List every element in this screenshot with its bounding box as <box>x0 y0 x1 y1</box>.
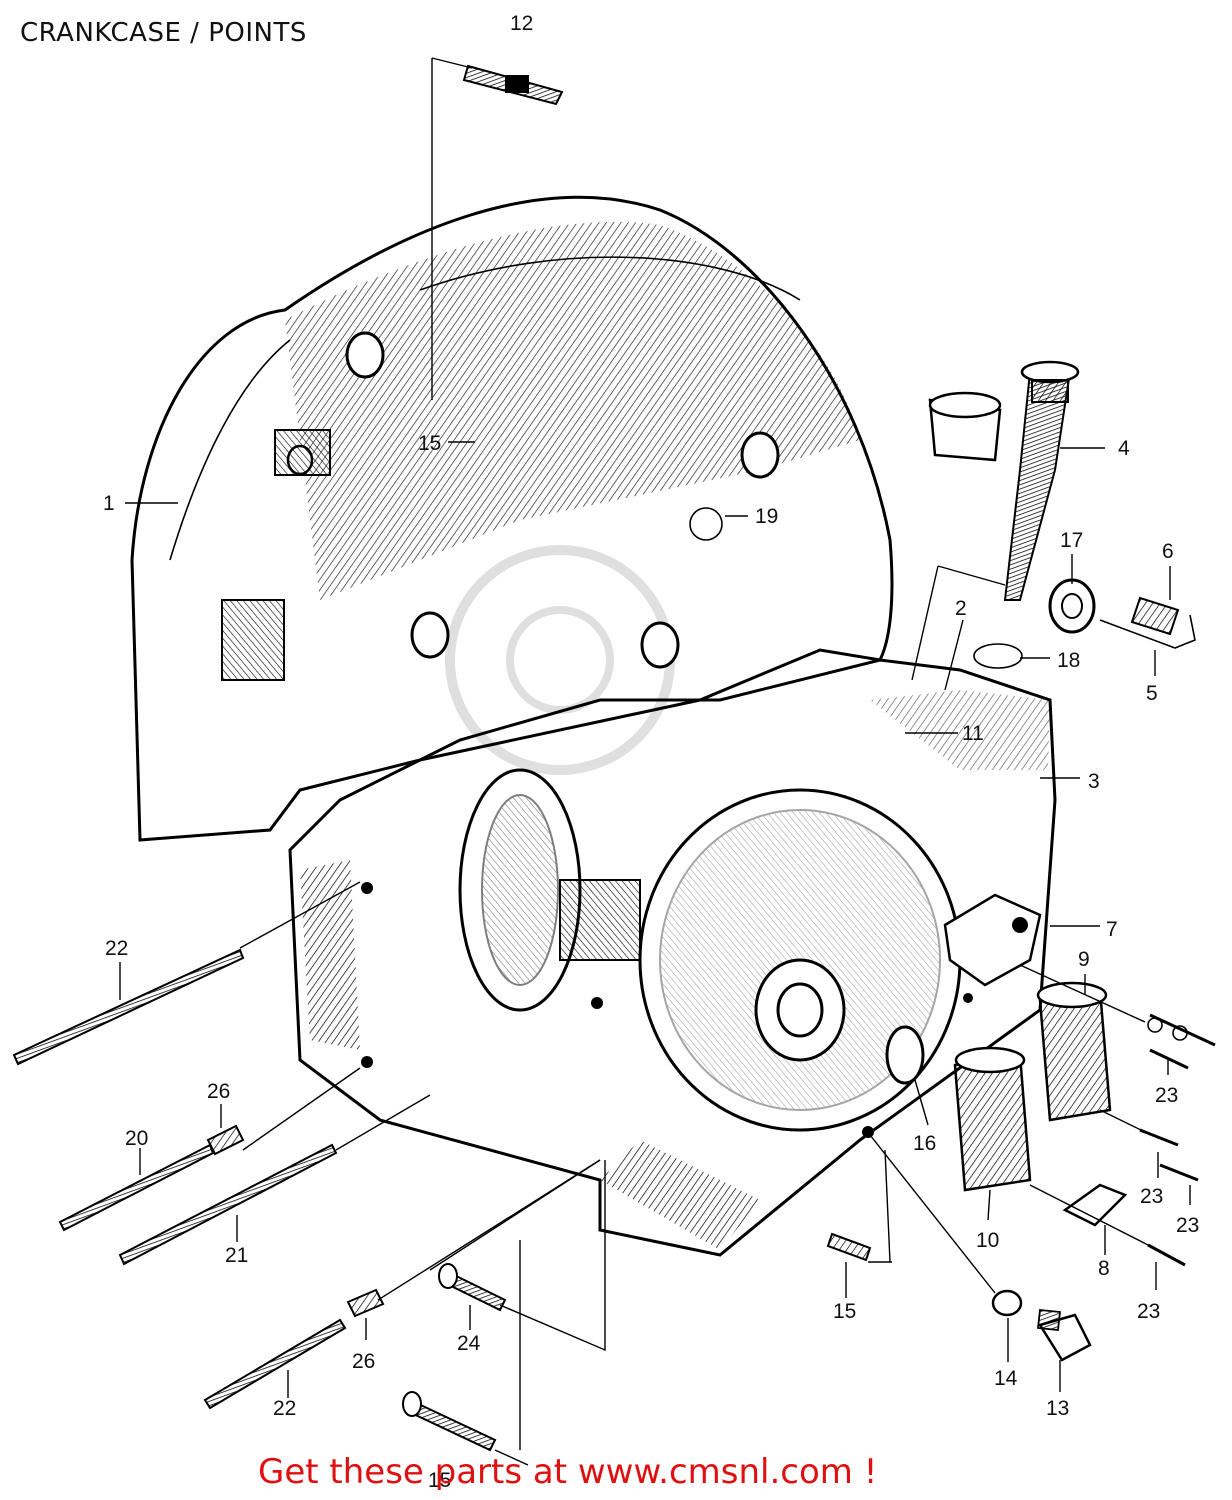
part-3-crankcase-body <box>288 391 1057 1257</box>
callout-18: 18 <box>1057 649 1080 672</box>
part-14-washer <box>991 1289 1023 1317</box>
callout-3: 3 <box>1088 770 1100 793</box>
part-22-stud-upper <box>12 948 245 1066</box>
callout-8: 8 <box>1098 1257 1110 1280</box>
callout-5: 5 <box>1146 682 1158 705</box>
callout-2: 2 <box>955 597 967 620</box>
part-13-drain-plug <box>1037 1309 1092 1362</box>
part-8-clip <box>1062 1183 1128 1227</box>
callout-26-lower: 26 <box>352 1350 375 1373</box>
callout-23-c: 23 <box>1176 1214 1199 1237</box>
part-26-dowel-lower <box>346 1288 385 1318</box>
part-10-coil <box>953 1046 1032 1192</box>
part-22-stud-lower <box>203 1318 347 1410</box>
parts-link-banner[interactable]: Get these parts at www.cmsnl.com ! <box>258 1452 878 1492</box>
part-9-coil <box>1036 981 1112 1122</box>
part-19-o-ring <box>689 507 723 541</box>
callout-22-lower: 22 <box>273 1397 296 1420</box>
callout-22-upper: 22 <box>105 937 128 960</box>
part-18-o-ring <box>973 643 1023 669</box>
part-15-dowel <box>826 1232 872 1262</box>
watermark-logo <box>445 545 675 775</box>
part-12-stud <box>462 64 564 106</box>
callout-1: 1 <box>103 492 115 515</box>
callout-23-a: 23 <box>1155 1084 1178 1107</box>
callout-13: 13 <box>1046 1397 1069 1420</box>
part-20-stud <box>58 1143 215 1232</box>
callout-19: 19 <box>755 505 778 528</box>
callout-6: 6 <box>1162 540 1174 563</box>
part-24-bolt <box>438 1263 507 1312</box>
callout-11: 11 <box>962 722 984 745</box>
callout-17: 17 <box>1060 529 1083 552</box>
callout-4: 4 <box>1118 437 1130 460</box>
callout-24: 24 <box>457 1332 481 1355</box>
callout-15-lower: 15 <box>833 1300 856 1323</box>
callout-9: 9 <box>1078 948 1090 971</box>
callout-15-bottom: 15 <box>428 1469 451 1492</box>
part-4-oil-dipstick <box>1003 360 1080 601</box>
leader-lines <box>119 57 1191 1466</box>
callout-14: 14 <box>994 1367 1018 1390</box>
callout-10: 10 <box>976 1229 999 1252</box>
part-17-washer <box>1048 578 1096 634</box>
diagram-title: CRANKCASE / POINTS <box>20 18 307 48</box>
callout-16: 16 <box>913 1132 936 1155</box>
callout-23-d: 23 <box>1137 1300 1160 1323</box>
part-1-crankcase-cover <box>130 195 894 842</box>
part-26-dowel-upper <box>206 1124 245 1156</box>
part-7-contact-points <box>943 893 1042 1003</box>
callout-26-upper: 26 <box>207 1080 230 1103</box>
callout-7: 7 <box>1106 918 1118 941</box>
callout-12: 12 <box>510 12 533 35</box>
callout-23-b: 23 <box>1140 1185 1163 1208</box>
callout-21: 21 <box>225 1244 248 1267</box>
part-23-screws <box>1139 1013 1216 1267</box>
part-21-stud <box>118 1143 338 1266</box>
callout-20: 20 <box>125 1127 148 1150</box>
part-25-bolt <box>402 1391 497 1452</box>
callout-15-upper: 15 <box>418 432 441 455</box>
callout-labels: 1 12 4 19 17 6 2 18 5 11 3 15 7 22 9 23 … <box>103 12 1199 1492</box>
part-5-6-pin <box>1099 596 1196 649</box>
